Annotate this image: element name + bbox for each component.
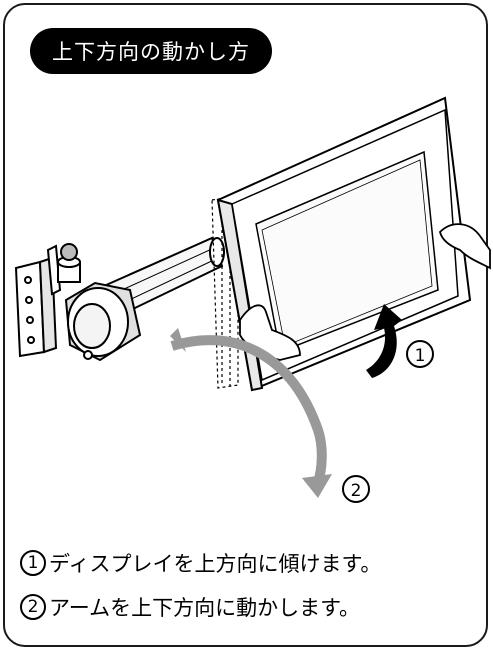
step-1-number: 1 xyxy=(20,550,46,576)
page-title: 上下方向の動かし方 xyxy=(30,28,272,74)
step-marker-2: 2 xyxy=(342,475,370,503)
svg-text:1: 1 xyxy=(415,346,426,366)
title-text: 上下方向の動かし方 xyxy=(52,40,250,64)
monitor xyxy=(216,96,472,392)
step-marker-1: 1 xyxy=(406,340,434,368)
wall-bracket xyxy=(14,244,62,358)
step-2: 2 アームを上下方向に動かします。 xyxy=(20,592,360,622)
step-2-number: 2 xyxy=(20,594,46,620)
svg-text:2: 2 xyxy=(351,481,362,501)
tension-knob xyxy=(57,243,81,283)
step-1: 1 ディスプレイを上方向に傾けます。 xyxy=(20,548,381,578)
step-1-text: ディスプレイを上方向に傾けます。 xyxy=(49,552,382,576)
panel-frame xyxy=(3,3,488,647)
pivot-joint xyxy=(64,281,142,362)
step-2-text: アームを上下方向に動かします。 xyxy=(49,596,361,620)
tilt-arrow xyxy=(366,304,402,378)
swing-arrow xyxy=(170,328,332,498)
